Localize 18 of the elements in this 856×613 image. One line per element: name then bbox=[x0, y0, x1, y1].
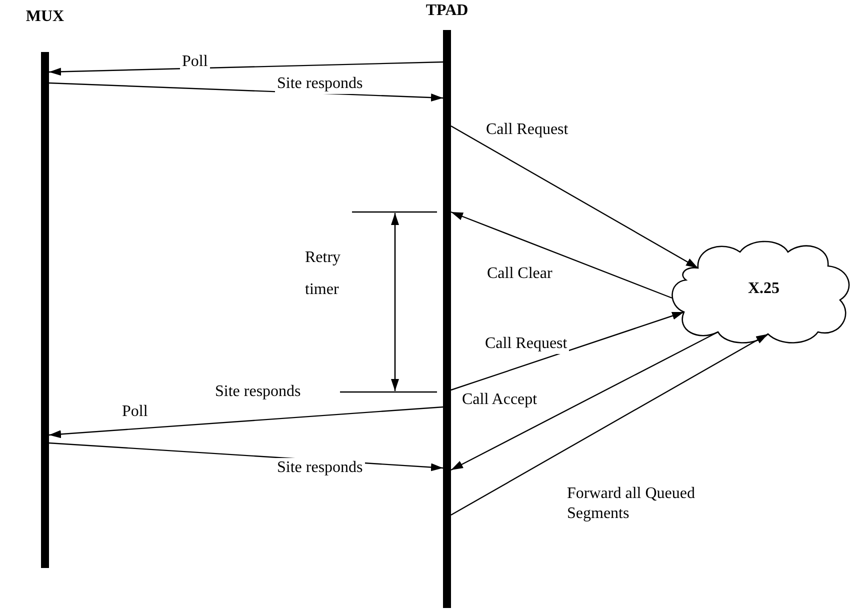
arrow bbox=[450, 333, 768, 516]
arrow bbox=[450, 211, 672, 299]
arrow bbox=[450, 125, 698, 269]
note-text: Retry timer bbox=[305, 248, 342, 300]
edge-label: Site responds bbox=[275, 74, 365, 94]
edge-label: Call Request bbox=[484, 120, 570, 140]
lifeline-title: MUX bbox=[26, 8, 64, 26]
arrow bbox=[450, 311, 684, 391]
note-text: Site responds bbox=[215, 382, 301, 402]
lifeline-title: TPAD bbox=[426, 2, 468, 20]
arrow bbox=[48, 406, 444, 438]
edge-label: Poll bbox=[180, 52, 210, 72]
edge-label: Call Accept bbox=[460, 390, 540, 410]
cloud-label: X.25 bbox=[748, 280, 780, 298]
arrow bbox=[48, 61, 444, 76]
arrow bbox=[450, 331, 718, 471]
edge-label: Call Request bbox=[483, 334, 570, 354]
edge-label: Site responds bbox=[275, 458, 365, 478]
